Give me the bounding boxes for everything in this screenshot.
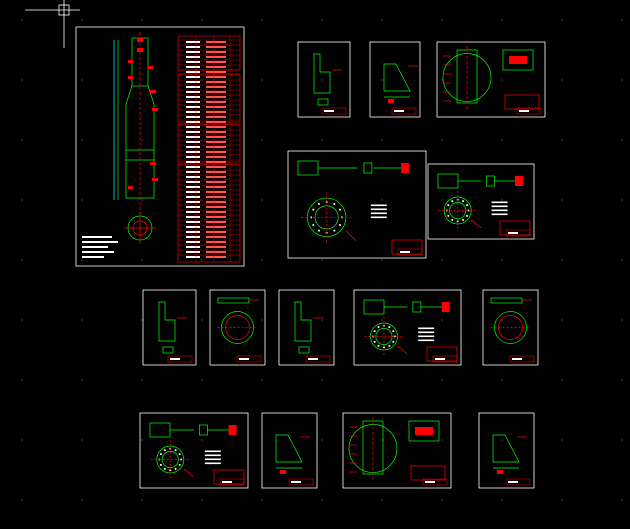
detail-sheet-gusset2[interactable] bbox=[261, 412, 318, 489]
column-drawing bbox=[113, 32, 156, 244]
nozzle-markers bbox=[128, 38, 158, 189]
main-assembly-sheet[interactable] bbox=[75, 26, 245, 267]
detail-sheet-clip2[interactable] bbox=[278, 289, 335, 366]
detail-sheet-nozzle-plan[interactable] bbox=[287, 150, 427, 259]
detail-sheet-gusset[interactable] bbox=[369, 41, 421, 118]
detail-sheet-section2[interactable] bbox=[342, 412, 452, 489]
detail-sheet-nozzle-ring2[interactable] bbox=[353, 289, 462, 366]
ucs-crosshair-icon bbox=[25, 0, 80, 48]
detail-sheet-nozzle-ring[interactable] bbox=[427, 163, 535, 240]
detail-sheet-bracket[interactable] bbox=[297, 41, 351, 118]
grid-dots bbox=[21, 19, 623, 501]
detail-sheets bbox=[139, 41, 546, 489]
detail-sheet-clip[interactable] bbox=[142, 289, 197, 366]
detail-sheet-section[interactable] bbox=[436, 41, 546, 118]
notes-block bbox=[82, 236, 118, 258]
detail-sheet-ring2[interactable] bbox=[482, 289, 539, 366]
detail-sheet-ring[interactable] bbox=[209, 289, 266, 366]
table-rows bbox=[178, 36, 240, 262]
detail-sheet-gusset3[interactable] bbox=[478, 412, 535, 489]
detail-sheet-nozzle-ring3[interactable] bbox=[139, 412, 249, 489]
